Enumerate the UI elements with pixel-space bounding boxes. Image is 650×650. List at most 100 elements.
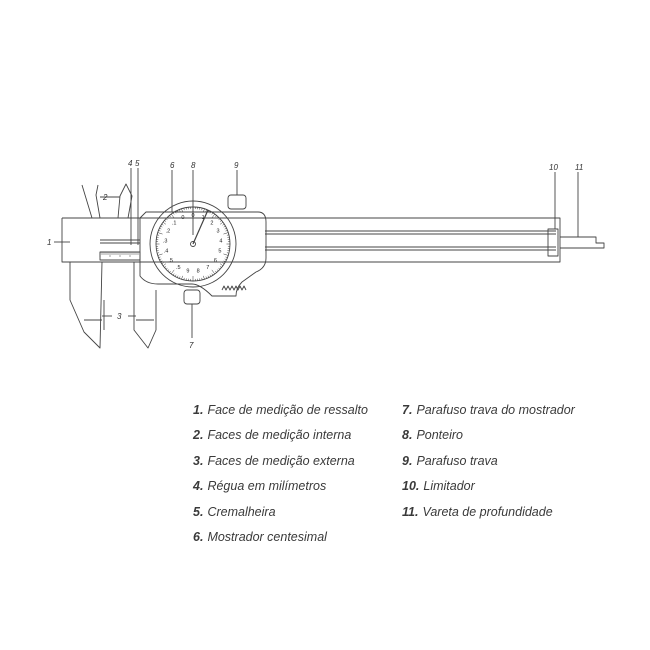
dial-tick	[157, 232, 163, 235]
dial-tick	[222, 262, 225, 265]
dial-tick	[203, 208, 205, 213]
dial-tick	[177, 210, 179, 213]
dial-tick	[224, 228, 227, 230]
dial-tick	[223, 260, 226, 263]
legend-number: 8.	[402, 428, 413, 443]
callout-1: 1	[47, 238, 51, 247]
dial-number: 0	[191, 213, 194, 219]
legend-item-10: 10.Limitador	[402, 474, 622, 499]
dial-tick	[167, 216, 170, 219]
legend-number: 9.	[402, 453, 413, 468]
legend-item-4: 4.Régua em milímetros	[193, 474, 413, 499]
callout-11: 11	[575, 163, 583, 172]
dial-tick	[179, 209, 181, 212]
legend-item-5: 5.Cremalheira	[193, 500, 413, 525]
dial-tick	[159, 228, 162, 230]
dial-tick	[219, 263, 224, 266]
dial-number: .4	[164, 249, 169, 255]
dial-pointer	[192, 209, 209, 245]
limiter	[547, 228, 559, 257]
dial-tick	[203, 275, 205, 280]
legend-label: Mostrador centesimal	[207, 529, 327, 544]
callout-6: 6	[170, 161, 175, 170]
dial-tick	[174, 274, 177, 277]
dial-tick	[157, 253, 163, 256]
dial-tick	[211, 213, 215, 219]
dial-tick	[181, 208, 183, 213]
callout-2: 2	[102, 193, 108, 202]
legend-number: 5.	[193, 504, 204, 519]
dial-tick	[219, 266, 222, 268]
legend-left-column: 1.Face de medição de ressalto 2.Faces de…	[193, 398, 413, 550]
legend-item-9: 9.Parafuso trava	[402, 449, 622, 474]
mm-scale-ticks	[99, 252, 141, 257]
legend-label: Ponteiro	[416, 428, 463, 443]
legend-number: 11.	[402, 504, 419, 519]
dial-tick	[211, 273, 214, 276]
legend-item-1: 1.Face de medição de ressalto	[193, 398, 413, 423]
callout-8: 8	[191, 161, 196, 170]
dial-tick	[216, 269, 219, 272]
legend-label: Vareta de profundidade	[422, 504, 553, 519]
legend-label: Cremalheira	[207, 504, 276, 519]
legend-item-7: 7.Parafuso trava do mostrador	[402, 398, 622, 423]
legend-label: Faces de medição interna	[207, 428, 352, 443]
dial-tick	[161, 223, 164, 226]
legend-label: Face de medição de ressalto	[207, 403, 368, 417]
dial-tick	[211, 212, 214, 215]
dial-number: 2	[210, 220, 213, 226]
dial-tick	[169, 215, 171, 218]
dial-number: 0	[181, 215, 184, 221]
dial-tick	[162, 263, 167, 266]
legend-item-6: 6.Mostrador centesimal	[193, 525, 413, 550]
sliding-jaw	[117, 183, 157, 349]
dial-tick	[219, 222, 224, 225]
legend-item-11: 11.Vareta de profundidade	[402, 500, 622, 525]
dial-tick	[160, 225, 163, 228]
dial-tick	[177, 275, 179, 278]
callout-9: 9	[234, 161, 239, 170]
legend-item-3: 3.Faces de medição externa	[193, 449, 413, 474]
dial-number: 5	[218, 249, 221, 255]
callout-3: 3	[117, 312, 122, 321]
dial-tick	[225, 256, 228, 258]
rack-teeth	[221, 285, 247, 291]
dial-number: .1	[172, 220, 177, 226]
dial-tick	[218, 267, 221, 270]
dial-tick	[171, 269, 175, 275]
dial-tick	[162, 222, 167, 225]
callout-5: 5	[135, 159, 140, 168]
callout-7: 7	[189, 341, 194, 350]
legend-label: Parafuso trava	[416, 453, 498, 468]
depth-rod	[560, 236, 605, 249]
legend-item-2: 2.Faces de medição interna	[193, 423, 413, 448]
dial-tick	[215, 215, 217, 218]
legend-number: 1.	[193, 403, 204, 417]
dial-tick	[158, 256, 161, 258]
dial-number: .3	[163, 238, 168, 244]
dial-tick	[223, 225, 226, 228]
dial-tick	[211, 269, 215, 275]
dial-number: .2	[166, 229, 171, 235]
legend-label: Limitador	[423, 479, 475, 494]
dial-tick	[222, 223, 225, 226]
dial-tick	[207, 210, 209, 213]
dial-tick	[167, 269, 170, 272]
legend-right-column: 7.Parafuso trava do mostrador 8.Ponteiro…	[402, 398, 622, 525]
legend-label: Parafuso trava do mostrador	[416, 403, 575, 417]
lock-screw-bottom	[183, 289, 201, 305]
dial-tick	[159, 258, 162, 260]
dial-number: 9	[186, 269, 189, 275]
dial-tick	[181, 275, 183, 280]
dial-tick	[169, 270, 171, 273]
dial-tick	[172, 212, 175, 215]
dial-number: .5	[176, 265, 181, 271]
legend-item-8: 8.Ponteiro	[402, 423, 622, 448]
dial-tick	[205, 276, 207, 279]
dial-number: 1	[202, 215, 205, 221]
legend-number: 6.	[193, 529, 204, 544]
legend-number: 3.	[193, 453, 204, 468]
dial-tick	[165, 218, 168, 221]
legend-number: 7.	[402, 403, 413, 417]
